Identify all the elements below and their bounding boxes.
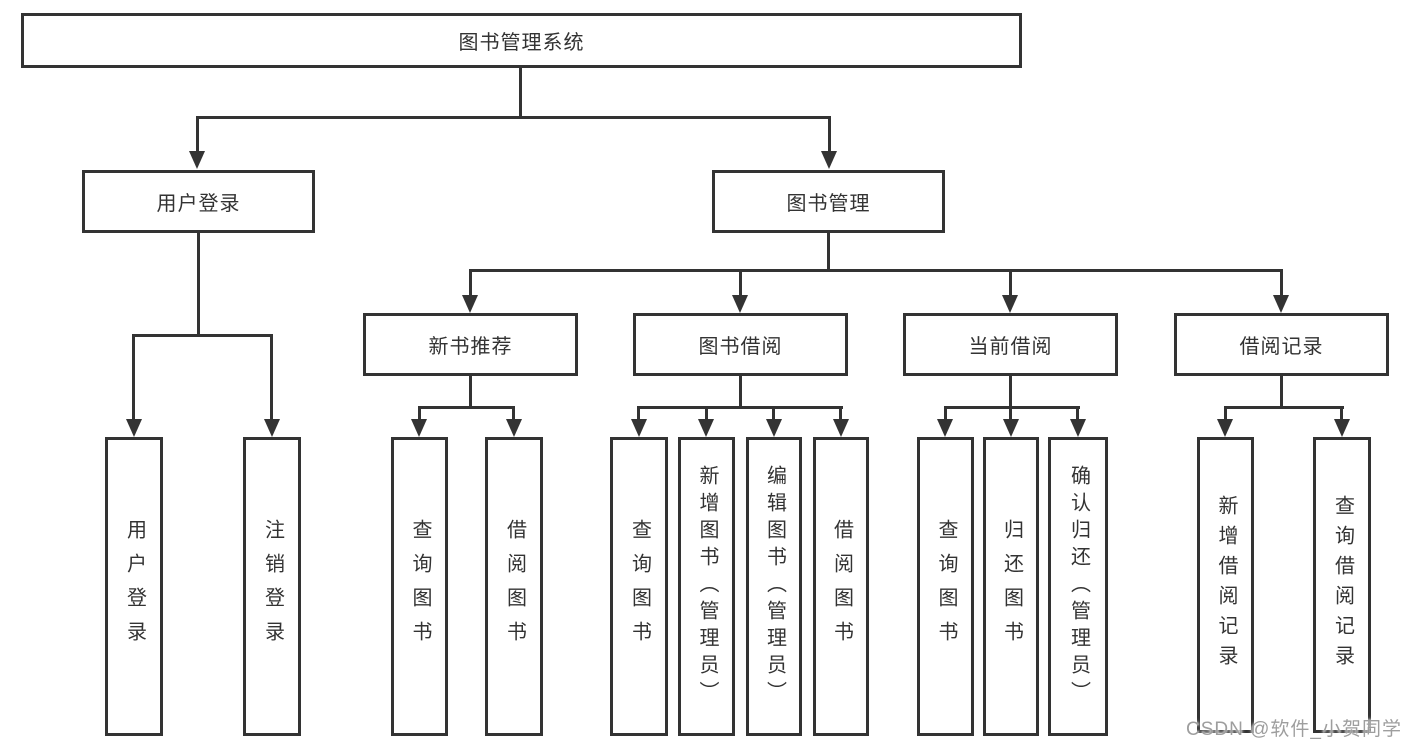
node-book-mgmt-label: 图书管理	[786, 193, 871, 215]
csdn-watermark: CSDN @软件_小贺同学	[1186, 719, 1402, 740]
arrowhead-module	[1273, 295, 1289, 313]
leaf-user-login-label: 用户登录	[123, 518, 146, 655]
leaf-edit-books-admin: 编辑图书（管理员）	[746, 437, 802, 736]
leaf-query-books-current-label: 查询图书	[935, 518, 957, 655]
connector-leaf-branch	[1224, 406, 1344, 409]
leaf-borrow-books-label: 借阅图书	[830, 518, 853, 655]
node-user-login-label: 用户登录	[156, 193, 241, 215]
connector-level2-branch	[196, 116, 831, 119]
arrowhead-leaf	[937, 419, 953, 437]
connector-module-shaft	[1009, 270, 1012, 300]
node-new-book-recommend: 新书推荐	[363, 313, 578, 376]
connector-leaf-branch	[418, 406, 515, 409]
arrowhead-leaf	[1217, 419, 1233, 437]
arrowhead-leaf	[506, 419, 522, 437]
connector-module-stem	[739, 376, 742, 409]
leaf-confirm-return-admin-label: 确认归还（管理员）	[1067, 465, 1090, 708]
connector-user-login-shaft	[196, 117, 199, 155]
arrowhead-leaf	[833, 419, 849, 437]
leaf-borrow-books: 借阅图书	[813, 437, 869, 736]
connector-book-mgmt-stem	[827, 233, 830, 272]
arrowhead-leaf	[411, 419, 427, 437]
connector-leaf-shaft	[944, 407, 947, 423]
connector-module-stem	[1009, 376, 1012, 409]
node-current-borrow: 当前借阅	[903, 313, 1118, 376]
connector-leaf-shaft	[512, 407, 515, 423]
arrowhead-module	[732, 295, 748, 313]
leaf-query-books-borrow: 查询图书	[610, 437, 668, 736]
connector-leaf-shaft	[772, 407, 775, 423]
connector-leaf-branch	[944, 406, 1080, 409]
node-user-login: 用户登录	[82, 170, 315, 233]
leaf-add-books-admin: 新增图书（管理员）	[678, 437, 735, 736]
leaf-add-borrow-record-label: 新增借阅记录	[1215, 495, 1237, 675]
connector-leaf-shaft	[1224, 407, 1227, 423]
connector-module-shaft	[469, 270, 472, 300]
arrowhead-module	[462, 295, 478, 313]
connector-leaf-shaft	[132, 335, 135, 423]
connector-user-login-stem	[197, 233, 200, 337]
leaf-add-books-admin-label: 新增图书（管理员）	[696, 465, 718, 708]
node-borrow-records: 借阅记录	[1174, 313, 1389, 376]
connector-leaf-shaft	[270, 335, 273, 423]
arrowhead-leaf	[126, 419, 142, 437]
leaf-edit-books-admin-label: 编辑图书（管理员）	[763, 465, 786, 708]
leaf-borrow-books-recommend-label: 借阅图书	[503, 518, 526, 655]
leaf-logout-label: 注销登录	[261, 518, 284, 655]
arrowhead-leaf	[631, 419, 647, 437]
arrowhead-leaf	[1003, 419, 1019, 437]
leaf-query-borrow-record-label: 查询借阅记录	[1331, 495, 1354, 675]
arrowhead-leaf	[1070, 419, 1086, 437]
leaf-return-books-label: 归还图书	[1000, 518, 1023, 655]
arrowhead-leaf	[1334, 419, 1350, 437]
arrowhead-leaf	[264, 419, 280, 437]
connector-leaf-shaft	[1340, 407, 1343, 423]
connector-module-shaft	[739, 270, 742, 300]
leaf-borrow-books-recommend: 借阅图书	[485, 437, 543, 736]
connector-leaf-shaft	[637, 407, 640, 423]
leaf-return-books: 归还图书	[983, 437, 1039, 736]
leaf-query-borrow-record: 查询借阅记录	[1313, 437, 1371, 733]
connector-leaf-shaft	[1009, 407, 1012, 423]
leaf-add-borrow-record: 新增借阅记录	[1197, 437, 1254, 733]
connector-book-mgmt-shaft	[828, 117, 831, 155]
node-borrow-records-label: 借阅记录	[1239, 336, 1324, 358]
arrowhead-module	[1002, 295, 1018, 313]
leaf-query-books-borrow-label: 查询图书	[628, 518, 651, 655]
leaf-user-login: 用户登录	[105, 437, 163, 736]
leaf-confirm-return-admin: 确认归还（管理员）	[1048, 437, 1108, 736]
connector-leaf-shaft	[418, 407, 421, 423]
node-book-borrow: 图书借阅	[633, 313, 848, 376]
arrowhead-book-mgmt	[821, 151, 837, 169]
node-book-mgmt: 图书管理	[712, 170, 945, 233]
node-current-borrow-label: 当前借阅	[968, 336, 1053, 358]
connector-module-shaft	[1280, 270, 1283, 300]
arrowhead-leaf	[766, 419, 782, 437]
leaf-query-books-recommend: 查询图书	[391, 437, 448, 736]
node-new-book-recommend-label: 新书推荐	[428, 336, 513, 358]
connector-root-stem	[519, 68, 522, 119]
leaf-query-books-current: 查询图书	[917, 437, 974, 736]
connector-user-login-branch	[132, 334, 273, 337]
connector-level3-branch	[469, 269, 1283, 272]
arrowhead-user-login	[189, 151, 205, 169]
connector-module-stem	[1280, 376, 1283, 409]
connector-leaf-branch	[637, 406, 843, 409]
node-root-library-system: 图书管理系统	[21, 13, 1022, 68]
connector-module-stem	[469, 376, 472, 409]
connector-leaf-shaft	[705, 407, 708, 423]
leaf-query-books-recommend-label: 查询图书	[409, 518, 431, 655]
arrowhead-leaf	[698, 419, 714, 437]
node-root-label: 图书管理系统	[458, 32, 585, 54]
node-book-borrow-label: 图书借阅	[698, 336, 783, 358]
connector-leaf-shaft	[839, 407, 842, 423]
leaf-logout: 注销登录	[243, 437, 301, 736]
connector-leaf-shaft	[1076, 407, 1079, 423]
